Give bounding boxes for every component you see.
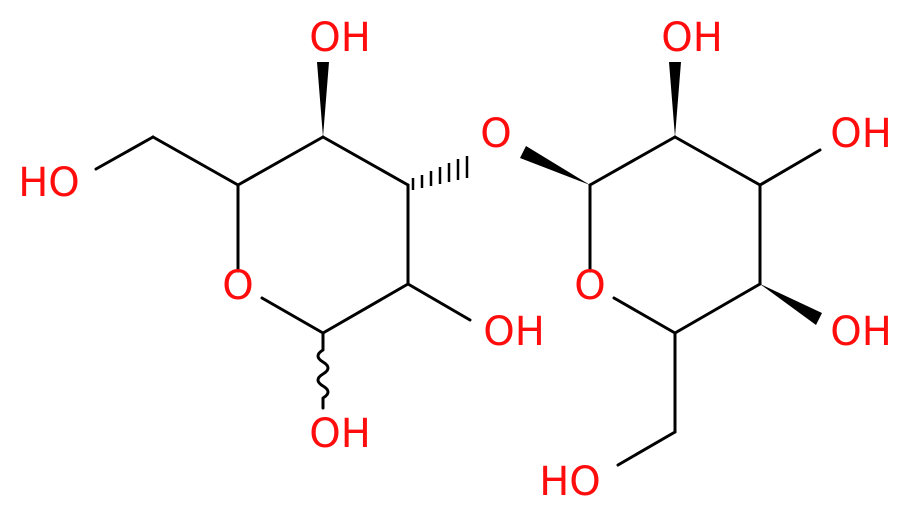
label-oh-top-right: OH [661,15,723,61]
bond-c4-c5-right [673,282,762,335]
bond-c1-c2-right [588,135,677,187]
wedge-bond-c4-oh-right [760,284,822,325]
left-ring-bonds [94,135,472,335]
label-ho-left: HO [18,160,80,206]
wedge-bond-o-glycosidic-c1-right [520,146,590,185]
bond-c5-ch2-left [151,135,240,187]
bond-c3-oh-right [758,148,822,187]
bond-c1-o-ring-left [260,296,325,335]
hashed-bond-c3-o-glycosidic [411,156,469,190]
wedge-bond-c4-oh-left [317,62,329,137]
atom-labels: OH HO O O OH OH OH OH O OH HO [18,15,892,505]
label-oh-bottom-left: OH [309,411,371,457]
label-o-ring-right: O [574,263,605,309]
label-o-glycosidic: O [480,111,511,157]
bond-c5-o-ring-right [612,296,677,335]
label-oh-right-lower: OH [830,309,892,355]
label-o-ring-left: O [222,263,253,309]
bond-c5-c4-left [236,135,325,187]
wavy-bond-c1-oh-left [316,331,330,410]
label-oh-right-upper: OH [830,111,892,157]
label-oh-mid-left: OH [483,309,545,355]
label-ho-bottom-right: HO [539,459,601,505]
bond-c2-c3-right [673,135,762,187]
bond-ch2-oh-left [94,135,155,171]
bond-c2-c1-left [321,282,410,335]
bond-c4-c3-left [321,135,410,187]
right-ring-bonds [588,135,822,467]
bond-c2-oh-left [406,282,472,322]
bond-ch2-oh-right [616,430,677,467]
label-oh-top-left: OH [309,15,371,61]
wedge-bond-c2-oh-right [669,62,681,137]
